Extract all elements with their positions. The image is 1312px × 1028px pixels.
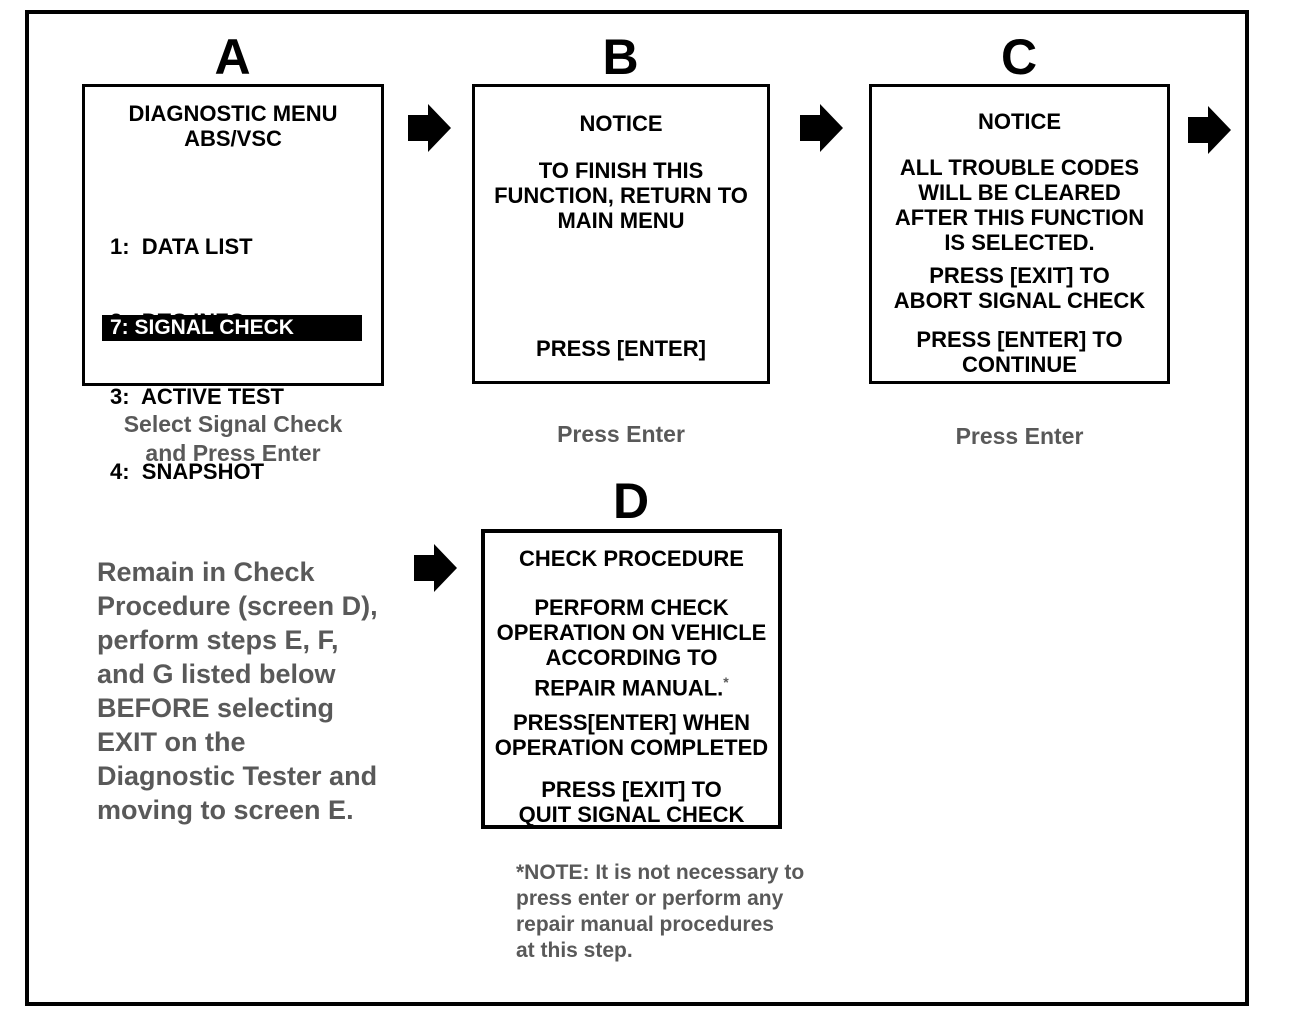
menu-item-data-list: 1: DATA LIST [110,234,253,259]
screen-b-label: B [602,29,640,85]
side-note-line6: EXIT on the [97,727,246,757]
footnote-line2: press enter or perform any [516,887,784,910]
flow-arrow-c-exit-icon [1188,106,1231,154]
screen-d-para3: PRESS [EXIT] TO QUIT SIGNAL CHECK [485,777,778,827]
screen-d-para1-line2: OPERATION ON VEHICLE [496,620,767,645]
screen-d-label: D [612,473,651,529]
screen-a-label: A [214,29,252,85]
screen-b-box: NOTICE TO FINISH THIS FUNCTION, RETURN T… [472,84,770,384]
side-note-line7: Diagnostic Tester and [97,761,378,791]
screen-d-para2-line1: PRESS[ENTER] WHEN [512,710,751,735]
arrow-head [434,544,457,592]
screen-b-body-line1: TO FINISH THIS [538,158,704,183]
screen-a-caption-line1: Select Signal Check [123,411,343,437]
arrow-shaft [800,115,820,141]
menu-item-active-test: 3: ACTIVE TEST [110,384,284,409]
arrow-head [820,104,843,152]
screen-a-title-line1: DIAGNOSTIC MENU [128,101,338,126]
side-instruction-note: Remain in Check Procedure (screen D), pe… [97,555,437,827]
screen-d-para1: PERFORM CHECK OPERATION ON VEHICLE ACCOR… [485,595,778,700]
footnote-line1: *NOTE: It is not necessary to [516,861,805,884]
screen-a-caption-line2: and Press Enter [145,440,321,466]
screen-b-heading: NOTICE [579,111,663,136]
screen-d-para2: PRESS[ENTER] WHEN OPERATION COMPLETED [485,710,778,760]
screen-c-para1-line4: IS SELECTED. [944,230,1095,255]
footnote-line4: at this step. [516,939,633,962]
side-note-line2: Procedure (screen D), [97,591,378,621]
arrow-shaft [408,115,428,141]
side-note-line3: perform steps E, F, [97,625,339,655]
screen-c-caption: Press Enter [955,423,1084,449]
menu-item-snapshot: 4: SNAPSHOT [110,459,265,484]
screen-b-body: TO FINISH THIS FUNCTION, RETURN TO MAIN … [475,158,767,233]
flow-arrow-to-d-icon [414,544,457,592]
screen-c-para1-line1: ALL TROUBLE CODES [899,155,1140,180]
screen-a-box: DIAGNOSTIC MENU ABS/VSC 1: DATA LIST 2: … [82,84,384,484]
side-note-line1: Remain in Check [97,557,315,587]
screen-c-para1: ALL TROUBLE CODES WILL BE CLEARED AFTER … [872,155,1167,255]
arrow-head [428,104,451,152]
arrow-shaft [1188,117,1208,143]
screen-d-repair-manual-text: REPAIR MANUAL. [534,675,724,701]
screen-d-para3-line2: QUIT SIGNAL CHECK [518,802,745,827]
screen-c-para1-line3: AFTER THIS FUNCTION [894,205,1145,230]
screen-a-menu: 1: DATA LIST 2: DTC INFO 3: ACTIVE TEST … [110,184,284,534]
screen-c-para2: PRESS [EXIT] TO ABORT SIGNAL CHECK [872,263,1167,313]
screen-d-para1-line1: PERFORM CHECK [534,595,729,620]
arrow-shaft [414,555,434,581]
note-asterisk: * [723,674,729,690]
screen-c-para3-line1: PRESS [ENTER] TO [916,327,1123,352]
screen-c-label: C [1000,29,1039,85]
screen-d-footnote: *NOTE: It is not necessary to press ente… [516,860,836,964]
screen-b-caption: Press Enter [557,421,685,447]
side-note-line4: and G listed below [97,659,336,689]
screen-c-para2-line2: ABORT SIGNAL CHECK [893,288,1146,313]
footnote-line3: repair manual procedures [516,913,774,936]
screen-c-para3-line2: CONTINUE [962,352,1077,377]
screen-c-para2-line1: PRESS [EXIT] TO [929,263,1110,288]
screen-d-heading: CHECK PROCEDURE [519,546,744,571]
figure-frame: A DIAGNOSTIC MENU ABS/VSC 1: DATA LIST 2… [25,10,1249,1006]
arrow-head [1208,106,1231,154]
screen-c-para1-line2: WILL BE CLEARED [918,180,1121,205]
screen-c-para3: PRESS [ENTER] TO CONTINUE [872,327,1167,377]
screen-a-caption: Select Signal Check and Press Enter [82,410,384,468]
flow-arrow-b-to-c-icon [800,104,843,152]
screen-d-para3-line1: PRESS [EXIT] TO [541,777,722,802]
screen-a-title-line2: ABS/VSC [184,126,282,151]
menu-item-signal-check-highlighted: 7: SIGNAL CHECK [102,315,362,341]
flow-arrow-a-to-b-icon [408,104,451,152]
side-note-line5: BEFORE selecting [97,693,335,723]
screen-b-body-line2: FUNCTION, RETURN TO [494,183,748,208]
screen-d-para1-line4: REPAIR MANUAL.* [485,670,778,700]
screen-d-box: CHECK PROCEDURE PERFORM CHECK OPERATION … [481,529,782,829]
side-note-line8: moving to screen E. [97,795,354,825]
screen-c-heading: NOTICE [977,109,1062,134]
screen-b-body-line3: MAIN MENU [557,208,685,233]
screen-b-footer: PRESS [ENTER] [536,336,706,361]
screen-c-box: NOTICE ALL TROUBLE CODES WILL BE CLEARED… [869,84,1170,384]
screen-d-para2-line2: OPERATION COMPLETED [494,735,769,760]
screen-d-para1-line3: ACCORDING TO [545,645,718,670]
